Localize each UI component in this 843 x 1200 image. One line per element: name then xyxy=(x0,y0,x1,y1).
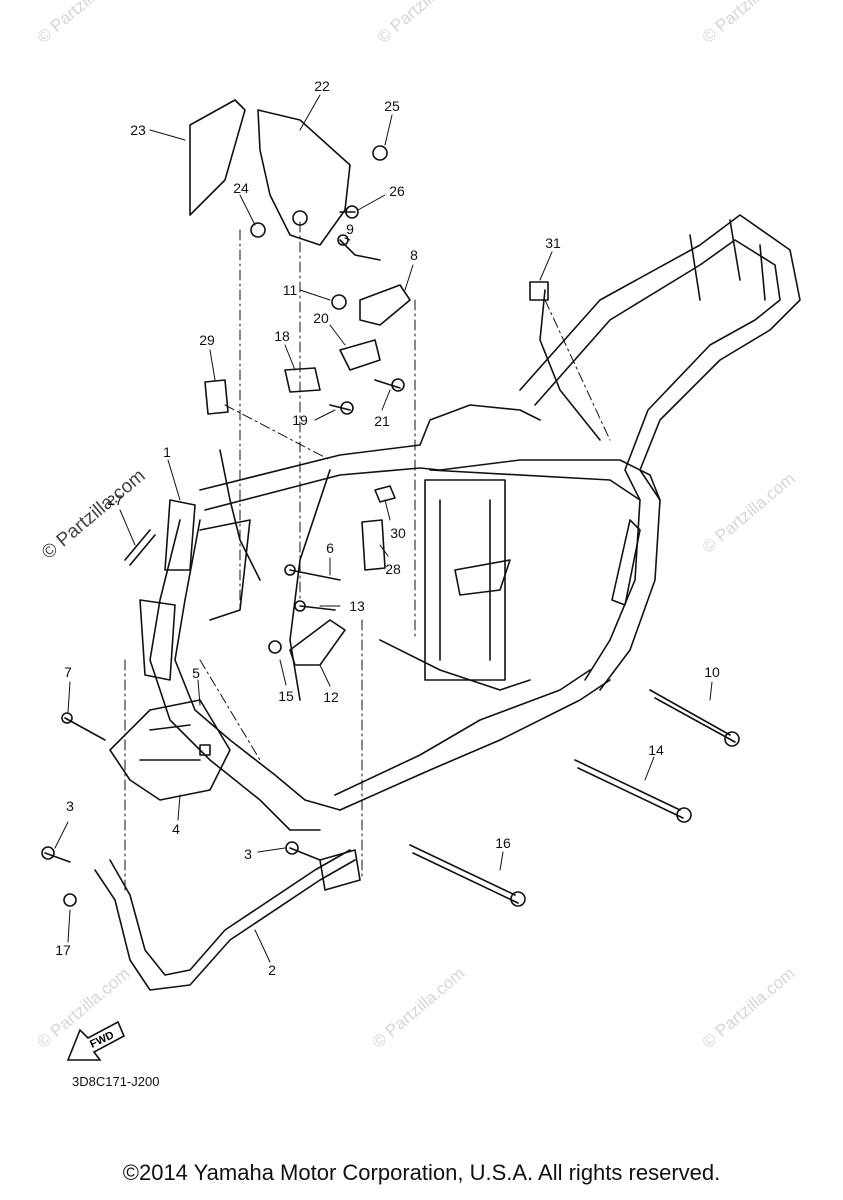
part-label-1: 1 xyxy=(163,444,171,460)
part-label-6: 6 xyxy=(326,540,334,556)
part-label-29: 29 xyxy=(199,332,215,348)
covers xyxy=(189,99,351,246)
fasteners xyxy=(41,145,549,907)
fwd-arrow-icon: FWD xyxy=(66,1020,126,1061)
part-label-24: 24 xyxy=(233,180,249,196)
bracket-4 xyxy=(109,699,231,801)
part-label-9: 9 xyxy=(346,221,354,237)
part-label-25: 25 xyxy=(384,98,400,114)
diagram-code: 3D8C171-J200 xyxy=(72,1074,160,1089)
long-bolts xyxy=(409,689,740,907)
part-label-14: 14 xyxy=(648,742,664,758)
part-label-2: 2 xyxy=(268,962,276,978)
rear-frame xyxy=(519,214,801,691)
part-label-10: 10 xyxy=(704,664,720,680)
part-label-13: 13 xyxy=(349,598,365,614)
small-brackets xyxy=(284,284,411,666)
part-label-11: 11 xyxy=(282,282,298,298)
part-label-31: 31 xyxy=(545,235,561,251)
part-label-23: 23 xyxy=(130,122,146,138)
part-label-26: 26 xyxy=(389,183,405,199)
part-label-7: 7 xyxy=(64,664,72,680)
part-label-19: 19 xyxy=(292,412,308,428)
down-tube-2 xyxy=(94,849,361,991)
part-label-3b: 3 xyxy=(244,846,252,862)
part-label-28: 28 xyxy=(385,561,401,577)
stickers xyxy=(124,379,396,571)
part-label-3a: 3 xyxy=(66,798,74,814)
part-label-5: 5 xyxy=(192,665,200,681)
leader-lines xyxy=(54,94,713,963)
copyright-notice: ©2014 Yamaha Motor Corporation, U.S.A. A… xyxy=(122,1160,721,1185)
part-label-21: 21 xyxy=(374,413,390,429)
part-label-27: 27 xyxy=(107,492,123,508)
part-label-15: 15 xyxy=(278,688,294,704)
engine-mount-plate xyxy=(424,479,511,681)
part-label-20: 20 xyxy=(313,310,329,326)
part-label-22: 22 xyxy=(314,78,330,94)
part-label-16: 16 xyxy=(495,835,511,851)
steering-head xyxy=(139,499,251,681)
part-label-12: 12 xyxy=(323,689,339,705)
alignment-lines xyxy=(124,221,611,891)
main-frame xyxy=(149,404,661,831)
part-label-4: 4 xyxy=(172,821,180,837)
part-label-18: 18 xyxy=(274,328,290,344)
part-label-8: 8 xyxy=(410,247,418,263)
part-label-17: 17 xyxy=(55,942,71,958)
part-label-30: 30 xyxy=(390,525,406,541)
